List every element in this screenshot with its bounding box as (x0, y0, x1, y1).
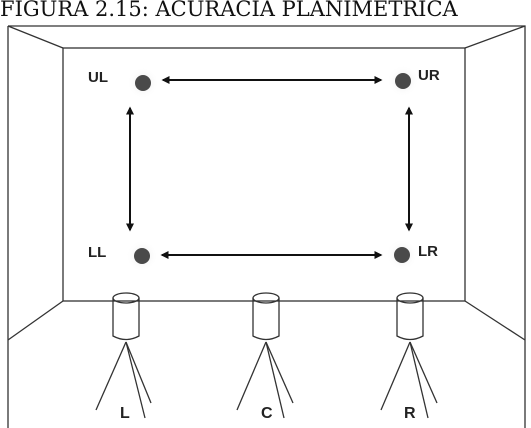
target-lr (386, 239, 418, 271)
target-dot (135, 75, 151, 91)
back-wall (62, 47, 466, 302)
perspective-line-bottom-left (7, 300, 64, 341)
camera-body (112, 292, 140, 341)
target-ul (127, 67, 159, 99)
tripod (95, 341, 152, 419)
perspective-line-top-left (7, 25, 64, 49)
target-dot (134, 248, 150, 264)
perspective-line-bottom-right (464, 300, 526, 341)
camera-body (252, 292, 280, 341)
target-label-ur: UR (418, 67, 440, 84)
target-dot (394, 247, 410, 263)
target-label-lr: LR (418, 243, 438, 260)
figure-title: FIGURA 2.15: ACURACIA PLANIMETRICA (0, 0, 458, 21)
target-label-ul: UL (88, 69, 108, 86)
camera-c (236, 292, 294, 419)
tripod (380, 341, 438, 419)
camera-label-c: C (261, 405, 273, 422)
camera-label-l: L (120, 405, 130, 422)
target-ur (387, 65, 419, 97)
camera-label-r: R (404, 405, 416, 422)
perspective-line-top-right (464, 25, 526, 49)
camera-body (396, 292, 424, 341)
frame-border (7, 25, 526, 428)
camera-l (95, 292, 152, 419)
camera-r (380, 292, 438, 419)
tripod (236, 341, 294, 419)
target-ll (126, 240, 158, 272)
target-dot (395, 73, 411, 89)
target-label-ll: LL (88, 244, 106, 261)
